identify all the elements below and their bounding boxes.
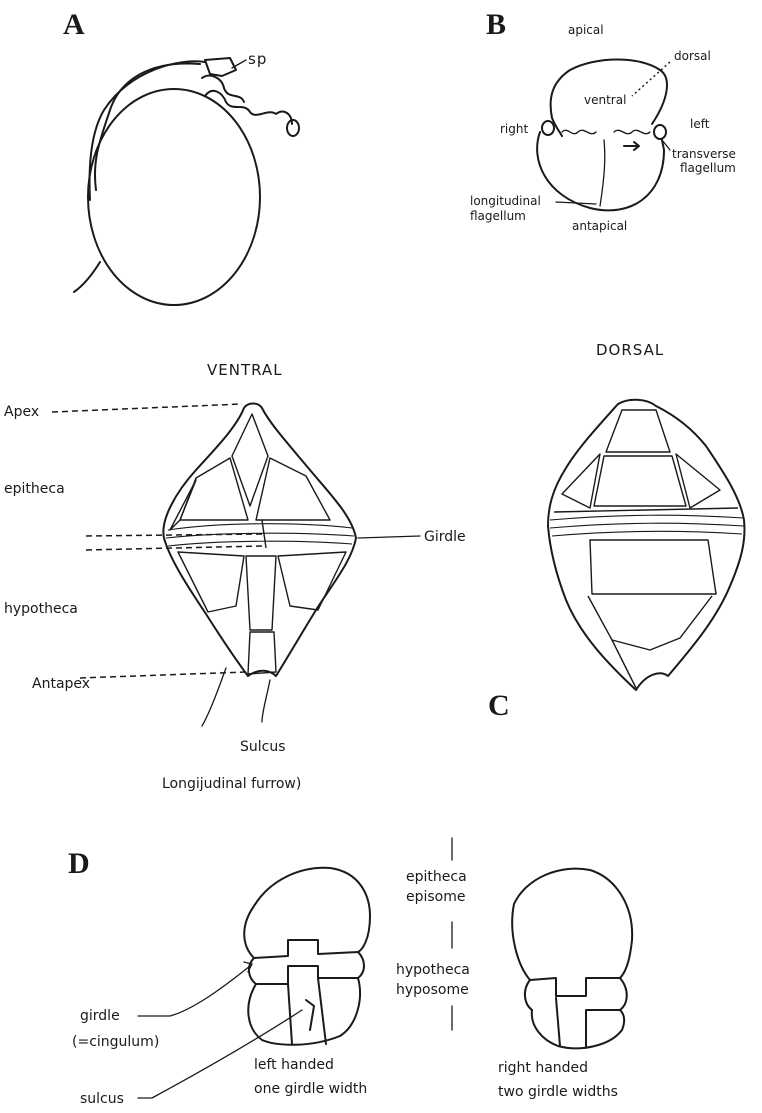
label-d-epitheca: epitheca xyxy=(406,869,467,885)
label-left-handed: left handed xyxy=(254,1057,334,1073)
label-longitudinal: longitudinal xyxy=(470,194,541,208)
label-apex: Apex xyxy=(4,404,39,420)
dorsal-outline xyxy=(548,400,744,690)
label-d-hyposome: hyposome xyxy=(396,982,469,998)
label-left: left xyxy=(690,117,710,131)
dorsal-apical-plate xyxy=(606,410,670,452)
longitudinal-flagellum xyxy=(74,262,100,292)
girdle-leader xyxy=(358,536,420,538)
label-hypotheca: hypotheca xyxy=(4,601,78,617)
sp-label: sp xyxy=(248,50,267,68)
panel-d-letter: D xyxy=(68,847,90,880)
girdle-knob-left-side xyxy=(654,125,666,139)
transverse-flagellum-wave-left xyxy=(614,130,650,133)
apex-leader xyxy=(52,404,242,412)
sulcal-plate xyxy=(246,556,276,630)
label-d-sulcus: sulcus xyxy=(80,1091,124,1107)
transverse-flagellum-wave xyxy=(205,91,292,124)
label-right-handed: right handed xyxy=(498,1060,588,1076)
label-one-girdle-width: one girdle width xyxy=(254,1081,367,1097)
ventral-outline xyxy=(163,404,356,677)
girdle-line-upper xyxy=(86,534,262,536)
ventral-theca xyxy=(163,404,356,727)
dorsal-cingulum-3 xyxy=(552,531,742,536)
sulcus-arrow-stem xyxy=(262,680,270,722)
cingulum-line-1 xyxy=(168,524,352,530)
dorsal-spine-line xyxy=(612,640,636,688)
label-d-girdle: girdle xyxy=(80,1008,120,1024)
sp-structure xyxy=(205,58,236,76)
lh-girdle-right xyxy=(358,952,364,978)
label-antapical: antapical xyxy=(572,219,627,233)
panel-a-cell: sp xyxy=(74,50,299,305)
label-d-hypotheca: hypotheca xyxy=(396,962,470,978)
label-longitudinal-flagellum: flagellum xyxy=(470,209,526,223)
girdle-line-lower xyxy=(86,546,262,550)
cell-body xyxy=(88,89,260,305)
panel-a-letter: A xyxy=(63,8,85,41)
precingular-plate-1 xyxy=(180,458,248,520)
label-sulcus: Sulcus xyxy=(240,739,286,755)
ventral-title: VENTRAL xyxy=(207,361,283,379)
panel-c-letter: C xyxy=(488,689,510,722)
label-ventral: ventral xyxy=(584,93,626,107)
dorsal-cingulum-1 xyxy=(550,515,744,520)
label-d-episome: episome xyxy=(406,889,466,905)
rh-sulcus xyxy=(556,998,560,1046)
lh-sulcus-left xyxy=(288,984,292,1044)
dorsal-plate-edge xyxy=(554,508,738,512)
label-transverse-flagellum: flagellum xyxy=(680,161,736,175)
dorsal-plate-2 xyxy=(594,456,686,506)
panel-c: VENTRAL DORSAL Apex epitheca hypotheca A… xyxy=(4,341,744,792)
panel-d: D epitheca episome hypotheca hyposome xyxy=(68,838,632,1107)
dorsal-leader xyxy=(632,62,670,96)
postcingular-plate-1 xyxy=(178,552,244,612)
right-handed-cell xyxy=(512,869,632,1049)
epicone xyxy=(551,60,667,125)
label-transverse: transverse xyxy=(672,147,736,161)
label-girdle: Girdle xyxy=(424,529,466,545)
lh-sulcus-right xyxy=(318,978,326,1044)
dorsal-title: DORSAL xyxy=(596,341,664,359)
girdle-leader-d xyxy=(138,966,250,1016)
cingulum-line-3 xyxy=(168,541,352,546)
dorsal-plate-left xyxy=(562,454,600,508)
panel-a: A sp xyxy=(63,8,299,305)
antapex-spine-line xyxy=(202,668,226,726)
rh-hypocone xyxy=(532,1010,624,1048)
label-two-girdle-widths: two girdle widths xyxy=(498,1084,618,1100)
label-dorsal: dorsal xyxy=(674,49,711,63)
label-furrow: Longijudinal furrow) xyxy=(162,776,301,792)
dorsal-postcingular-2 xyxy=(588,596,712,650)
direction-arrow xyxy=(624,142,639,150)
dorsal-theca xyxy=(548,400,744,690)
precingular-plate-2 xyxy=(256,458,330,520)
flagellum-loop xyxy=(95,63,200,190)
label-epitheca: epitheca xyxy=(4,481,65,497)
left-handed-cell xyxy=(244,868,370,1045)
rh-girdle-right xyxy=(620,978,627,1010)
girdle-knob xyxy=(287,120,299,136)
girdle-knob-right-side xyxy=(542,121,554,135)
panel-b-letter: B xyxy=(486,8,506,41)
lh-epicone xyxy=(244,868,370,958)
rh-girdle-left xyxy=(525,980,532,1010)
lh-sulcus-detail xyxy=(306,1000,314,1030)
label-right: right xyxy=(500,122,528,136)
panel-b: B apical dorsal ventral right left trans… xyxy=(470,8,736,233)
transverse-flagellum-wave-right xyxy=(562,130,596,133)
dorsal-plate-right xyxy=(676,454,720,508)
antapical-plate xyxy=(248,632,276,674)
lh-girdle-left xyxy=(249,958,256,984)
label-apical: apical xyxy=(568,23,604,37)
dorsal-postcingular-1 xyxy=(590,540,716,594)
dorsal-cingulum-2 xyxy=(550,523,744,528)
longitudinal-flagellum xyxy=(600,140,605,206)
antapex-leader xyxy=(80,672,246,678)
rh-epicone xyxy=(512,869,632,996)
label-d-cingulum: (=cingulum) xyxy=(72,1034,159,1050)
